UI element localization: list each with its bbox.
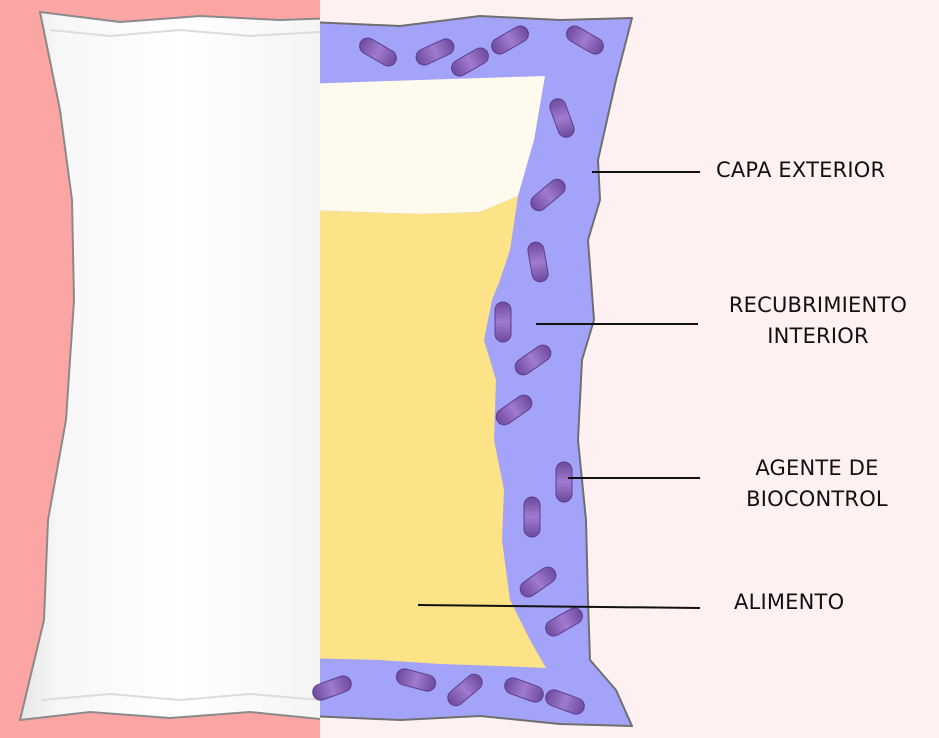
biocontrol-agent-rod xyxy=(524,497,540,537)
label-capa-exterior-text: CAPA EXTERIOR xyxy=(716,158,885,182)
biocontrol-agent-rod xyxy=(495,302,511,342)
label-recubrimiento-line1: RECUBRIMIENTO xyxy=(702,290,934,321)
label-alimento: ALIMENTO xyxy=(734,587,844,618)
label-capa-exterior: CAPA EXTERIOR xyxy=(716,155,885,186)
headspace-region xyxy=(300,76,545,214)
bag-cross-section xyxy=(300,16,632,726)
label-recubrimiento-line2: INTERIOR xyxy=(702,321,934,352)
label-agente-line1: AGENTE DE xyxy=(712,453,922,484)
biocontrol-agent-rod xyxy=(556,462,572,502)
label-agente-biocontrol: AGENTE DE BIOCONTROL xyxy=(712,453,922,515)
label-recubrimiento-interior: RECUBRIMIENTO INTERIOR xyxy=(702,290,934,352)
label-agente-line2: BIOCONTROL xyxy=(712,484,922,515)
label-alimento-text: ALIMENTO xyxy=(734,590,844,614)
